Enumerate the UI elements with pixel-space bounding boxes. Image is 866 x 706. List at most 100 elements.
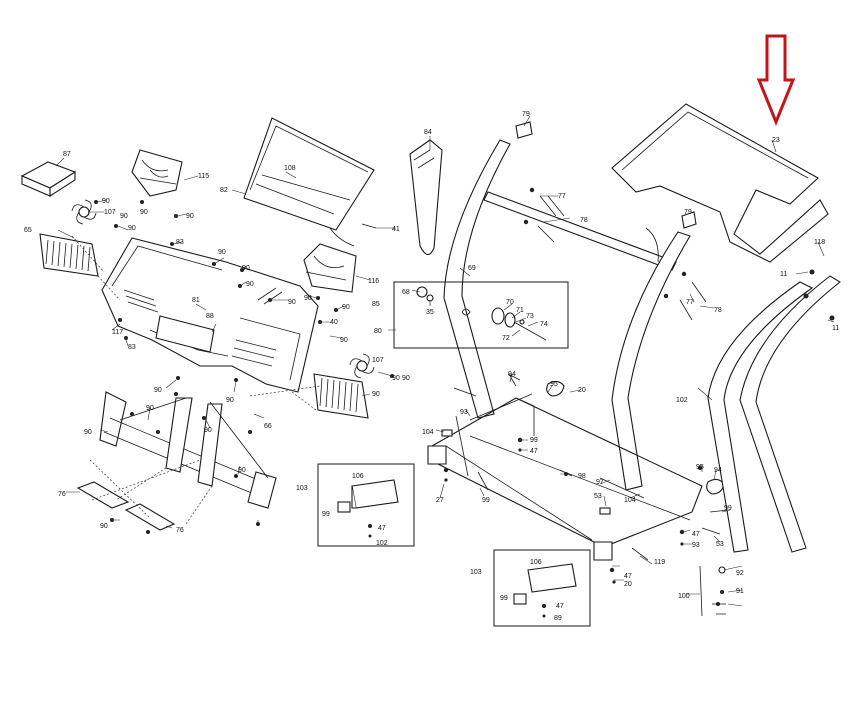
part-label-99: 99 (482, 497, 490, 504)
part-label-47: 47 (530, 448, 538, 455)
upright-and-motor-assembly (393, 121, 729, 584)
part-label-90: 90 (342, 304, 350, 311)
part-87-pad (20, 161, 77, 198)
part-label-11: 11 (832, 325, 839, 332)
part-65-left-grill (39, 233, 99, 277)
part-115-bracket (131, 149, 183, 197)
detail-box-106-right (493, 549, 591, 627)
part-label-35: 35 (426, 309, 434, 316)
part-label-100: 100 (678, 593, 690, 600)
part-label-94: 94 (714, 467, 722, 474)
part-label-95: 95 (696, 464, 704, 471)
detail-box-80 (393, 281, 569, 349)
part-76-feet (76, 481, 176, 531)
part-84-side-cover (409, 139, 443, 256)
part-label-90: 90 (146, 405, 154, 412)
part-label-69: 69 (468, 265, 476, 272)
part-label-118: 118 (814, 239, 825, 246)
part-label-71: 71 (516, 307, 524, 314)
part-label-76: 76 (176, 527, 184, 534)
part-label-41: 41 (392, 226, 400, 233)
part-label-102: 102 (676, 397, 688, 404)
part-label-82: 82 (220, 187, 228, 194)
part-label-102: 102 (376, 540, 388, 547)
part-label-23: 23 (772, 137, 780, 144)
part-label-47: 47 (378, 525, 386, 532)
part-label-116: 116 (368, 278, 379, 285)
part-label-78: 78 (580, 217, 588, 224)
part-label-72: 72 (502, 335, 510, 342)
console-and-hood-parts (20, 117, 443, 534)
part-label-90: 90 (140, 209, 148, 216)
part-label-103: 103 (296, 485, 308, 492)
part-label-90: 90 (402, 375, 410, 382)
part-label-77: 77 (686, 299, 694, 306)
part-label-90: 90 (392, 375, 400, 382)
part-label-107: 107 (104, 209, 116, 216)
part-label-47: 47 (624, 573, 632, 580)
part-107-fan-right (349, 353, 375, 379)
part-label-95: 95 (550, 381, 558, 388)
part-label-85: 85 (372, 301, 380, 308)
part-label-90: 90 (102, 198, 110, 205)
part-label-90: 90 (84, 429, 92, 436)
part-label-99: 99 (530, 437, 538, 444)
part-label-47: 47 (556, 603, 564, 610)
part-label-70: 70 (506, 299, 514, 306)
part-label-78: 78 (714, 307, 722, 314)
part-label-66: 66 (264, 423, 272, 430)
part-label-90: 90 (218, 249, 226, 256)
part-label-73: 73 (526, 313, 534, 320)
part-label-93: 93 (692, 542, 700, 549)
part-label-83: 83 (128, 344, 136, 351)
part-81-88-console-base (101, 237, 319, 393)
part-label-20: 20 (578, 387, 586, 394)
part-label-40: 40 (330, 319, 338, 326)
part-label-93: 93 (460, 409, 468, 416)
part-label-27: 27 (436, 497, 444, 504)
part-label-119: 119 (654, 559, 665, 566)
part-label-90: 90 (226, 397, 234, 404)
fastener-77-78 (523, 187, 687, 299)
part-label-90: 90 (242, 265, 250, 272)
part-label-20: 20 (624, 581, 632, 588)
part-label-106: 106 (352, 473, 364, 480)
part-label-81: 81 (192, 297, 200, 304)
part-68-35-71-pulley (416, 286, 547, 341)
part-label-74: 74 (540, 321, 548, 328)
fastener-99-47-53 (443, 437, 702, 584)
part-label-117: 117 (112, 329, 123, 336)
part-label-11: 11 (780, 271, 787, 278)
part-label-103: 103 (470, 569, 482, 576)
part-label-87: 87 (63, 151, 71, 158)
part-label-90: 90 (120, 213, 128, 220)
part-label-99: 99 (500, 595, 508, 602)
part-label-83: 83 (176, 239, 184, 246)
part-label-90: 90 (100, 523, 108, 530)
detail-box-106-left (317, 463, 415, 547)
part-118-119-handrails (707, 269, 841, 553)
part-label-90: 90 (372, 391, 380, 398)
part-label-104: 104 (422, 429, 434, 436)
part-label-79: 79 (522, 111, 530, 118)
part-label-90: 90 (154, 387, 162, 394)
part-label-92: 92 (736, 570, 744, 577)
part-label-68: 68 (402, 289, 410, 296)
part-82-console-cover (243, 117, 375, 247)
part-label-47: 47 (692, 531, 700, 538)
part-label-90: 90 (128, 225, 136, 232)
part-label-80: 80 (374, 328, 382, 335)
part-23-console-tray (611, 103, 829, 263)
part-label-97: 97 (596, 479, 604, 486)
part-label-79: 79 (684, 209, 692, 216)
part-label-106: 106 (530, 559, 542, 566)
part-label-53: 53 (716, 541, 724, 548)
parts-89-92-100-91 (699, 565, 726, 617)
part-label-77: 77 (558, 193, 566, 200)
part-label-76: 76 (58, 491, 66, 498)
part-label-90: 90 (340, 337, 348, 344)
part-label-65: 65 (24, 227, 32, 234)
down-arrow-icon (756, 34, 796, 126)
